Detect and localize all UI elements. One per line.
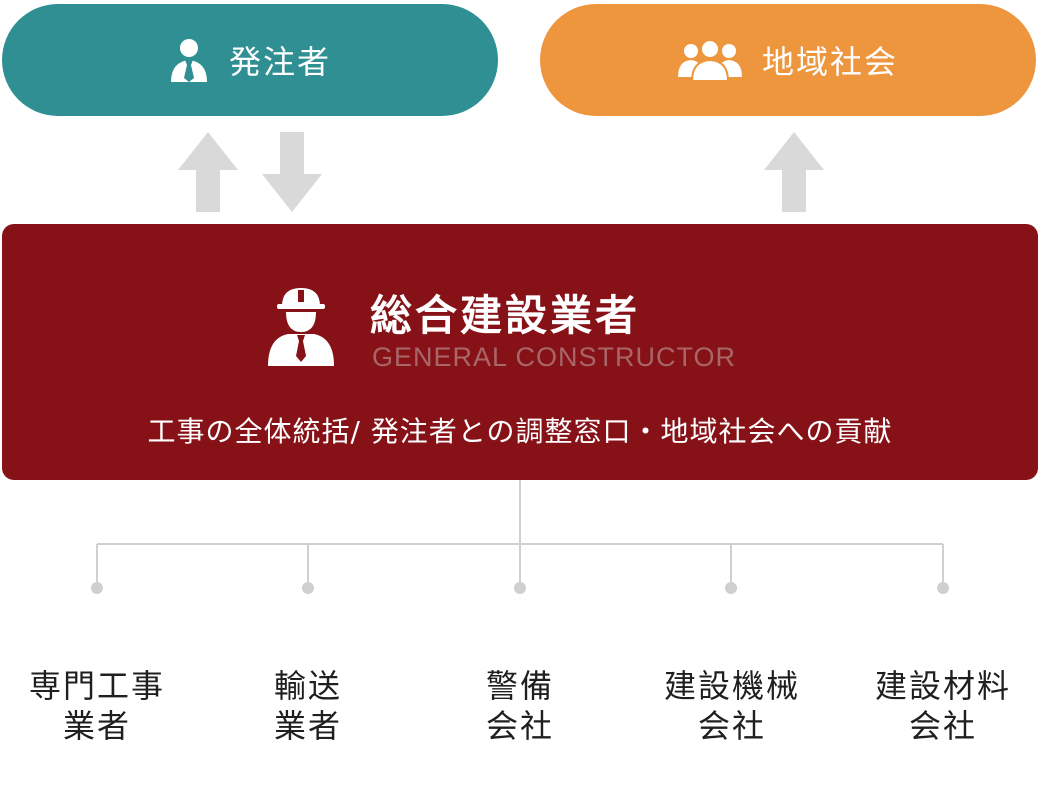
community-box: 地域社会	[540, 4, 1036, 116]
connector-dot	[91, 582, 103, 594]
connector-dot	[937, 582, 949, 594]
subcontractor-line2: 会社	[697, 707, 766, 745]
businessman-icon	[169, 38, 209, 82]
arrow-down-icon	[262, 132, 322, 212]
subcontractor-line1: 専門工事	[28, 667, 165, 705]
subcontractor-line1: 輸送	[273, 667, 342, 705]
subcontractor-security: 警備 会社	[425, 666, 615, 746]
connector-dot	[514, 582, 526, 594]
arrow-up-icon	[764, 132, 824, 212]
subcontractor-transport: 輸送 業者	[213, 666, 403, 746]
subcontractor-line1: 建設機械	[663, 667, 800, 705]
subcontractor-line2: 業者	[273, 707, 342, 745]
org-tree-connectors	[91, 480, 949, 594]
general-contractor-subtitle: GENERAL CONSTRUCTOR	[372, 342, 737, 372]
general-contractor-title: 総合建設業者	[370, 291, 641, 340]
subcontractor-line1: 警備	[485, 667, 554, 705]
bidirectional-arrows	[178, 132, 322, 212]
group-people-icon	[677, 39, 742, 81]
subcontractor-machinery: 建設機械 会社	[637, 666, 827, 746]
subcontractor-specialty: 専門工事 業者	[2, 666, 192, 746]
subcontractor-materials: 建設材料 会社	[848, 666, 1038, 746]
subcontractor-line2: 会社	[908, 707, 977, 745]
connector-dot	[725, 582, 737, 594]
connector-dot	[302, 582, 314, 594]
client-box: 発注者	[2, 4, 498, 116]
subcontractor-line2: 会社	[485, 707, 554, 745]
general-contractor-roles: 工事の全体統括/ 発注者との調整窓口・地域社会への貢献	[147, 415, 893, 448]
general-contractor-box: 総合建設業者 GENERAL CONSTRUCTOR 工事の全体統括/ 発注者と…	[2, 224, 1038, 480]
subcontractor-line2: 業者	[62, 707, 131, 745]
community-label: 地域社会	[761, 43, 898, 81]
construction-worker-icon	[266, 284, 336, 370]
client-label: 発注者	[228, 43, 331, 81]
subcontractor-line1: 建設材料	[874, 667, 1011, 705]
arrow-up-icon	[178, 132, 238, 212]
